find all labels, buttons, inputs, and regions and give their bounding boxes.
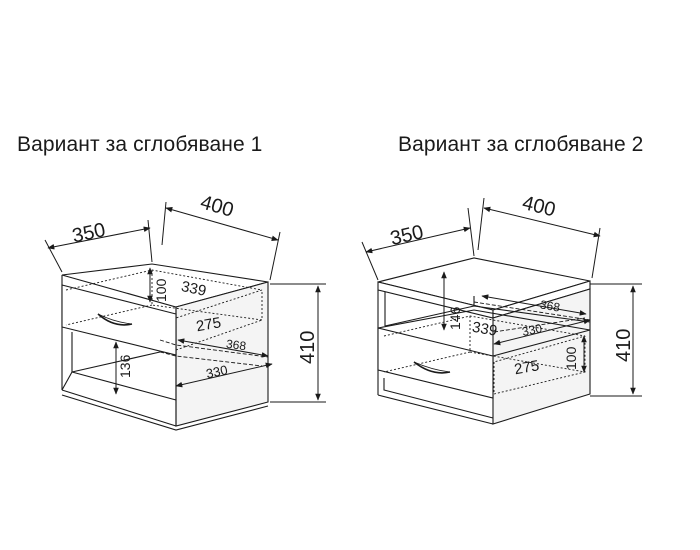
drawer-handle-icon — [413, 361, 451, 374]
dim-drawer-inner-height: 100 — [563, 346, 579, 370]
variant-2-title: Вариант за сглобяване 2 — [398, 133, 644, 156]
drawer-front — [61, 284, 177, 356]
dimension-lines-variant-1 — [44, 201, 326, 403]
dim-shelf-depth: 330 — [205, 362, 229, 381]
dim-height: 410 — [297, 331, 319, 364]
dim-depth: 350 — [70, 219, 107, 247]
dim-drawer-inner-width: 339 — [180, 278, 208, 300]
dim-rail-length: 368 — [225, 337, 247, 354]
variant-1-title: Вариант за сглобяване 1 — [17, 133, 263, 156]
dim-drawer-inner-depth: 275 — [513, 357, 541, 378]
drawer-handle-icon — [97, 313, 133, 326]
cabinet-variant-2 — [377, 257, 591, 425]
dim-drawer-inner-width: 339 — [471, 319, 499, 340]
dim-width: 400 — [198, 191, 236, 221]
dim-shelf-depth: 330 — [521, 321, 544, 339]
dimension-lines-variant-2 — [361, 197, 642, 397]
dim-drawer-inner-depth: 275 — [195, 314, 223, 335]
dim-depth: 350 — [388, 221, 425, 250]
dim-drawer-inner-height: 100 — [153, 278, 169, 302]
dim-height: 410 — [613, 329, 635, 362]
dim-shelf-clearance: 136 — [117, 354, 133, 378]
dim-width: 400 — [520, 192, 558, 221]
dim-rail-length: 368 — [539, 297, 561, 314]
drawer-front — [377, 327, 494, 399]
dim-upper-clearance: 146 — [447, 306, 463, 330]
